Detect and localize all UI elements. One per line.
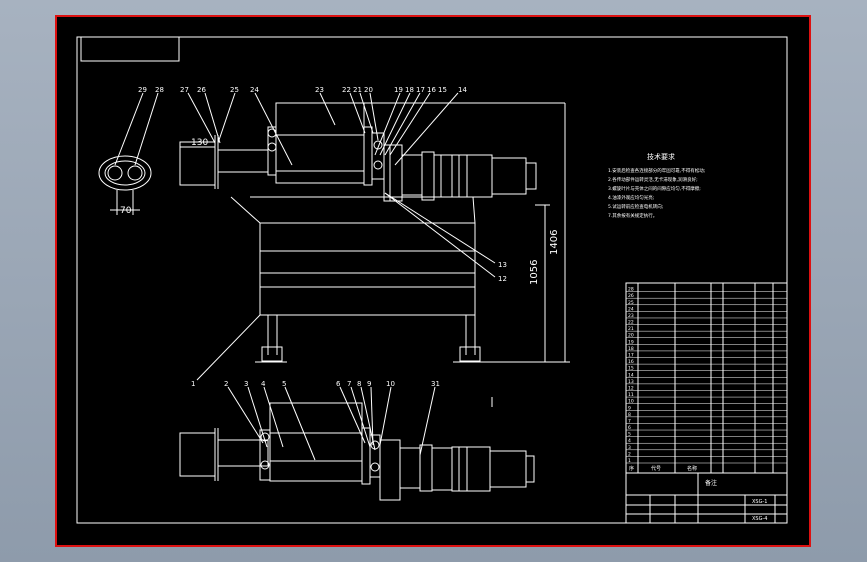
- drawing-frame: [76, 36, 788, 524]
- table-row: 12: [628, 385, 634, 391]
- table-row: 11: [628, 392, 634, 398]
- header-code: 代号: [651, 465, 661, 472]
- sheet-label: XSG-4: [752, 516, 767, 522]
- label-22: 22: [342, 86, 351, 94]
- table-row: 28: [628, 287, 634, 293]
- table-row: 23: [628, 313, 634, 319]
- title-block: [625, 472, 788, 524]
- table-row: 10: [628, 399, 634, 405]
- label-18: 18: [405, 86, 414, 94]
- bottom-assembly-view: [179, 386, 535, 501]
- label-6: 6: [336, 380, 341, 388]
- table-row: 7: [628, 418, 631, 424]
- table-row: 24: [628, 306, 634, 312]
- dim-70: 70: [120, 206, 132, 216]
- table-row: 1: [628, 458, 631, 464]
- technical-requirements: 技术要求 1.安装后检查各连接部分的牢固可靠,不得有松动; 2.各传动部件运转灵…: [608, 152, 705, 219]
- leader-lines: [187, 92, 496, 381]
- tech-note-1: 1.安装后检查各连接部分的牢固可靠,不得有松动;: [608, 167, 705, 174]
- label-27: 27: [180, 86, 189, 94]
- table-row: 21: [628, 326, 634, 332]
- label-23: 23: [315, 86, 324, 94]
- table-row: 25: [628, 300, 634, 306]
- label-13: 13: [498, 261, 507, 269]
- table-row: 13: [628, 379, 634, 385]
- table-row: 15: [628, 366, 634, 372]
- label-29: 29: [138, 86, 147, 94]
- label-17: 17: [416, 86, 425, 94]
- table-row: 14: [628, 372, 634, 378]
- label-3: 3: [244, 380, 248, 388]
- tech-note-5: 5.试运转前应检查电机转向;: [608, 203, 663, 210]
- table-row: 16: [628, 359, 634, 365]
- table-row: 19: [628, 339, 634, 345]
- tech-note-3: 3.螺旋叶片与壳体之间的间隙应均匀,不得摩擦;: [608, 185, 701, 192]
- header-name: 名称: [687, 465, 697, 472]
- table-row: 6: [628, 425, 631, 431]
- parts-header: 序 代号 名称: [629, 465, 697, 472]
- label-1: 1: [191, 380, 195, 388]
- label-25: 25: [230, 86, 239, 94]
- tech-note-7: 7.其余按有关规定执行。: [608, 212, 657, 219]
- dim-1406: 1406: [549, 230, 560, 255]
- drawing-number: XSG-1: [752, 499, 767, 505]
- tech-title: 技术要求: [647, 152, 675, 161]
- label-26: 26: [197, 86, 206, 94]
- top-part-labels: 29 28 27 26 25 24 23 22 21 20 19 18 17 1…: [138, 86, 507, 283]
- label-9: 9: [367, 380, 371, 388]
- label-24: 24: [250, 86, 259, 94]
- label-15: 15: [438, 86, 447, 94]
- table-row: 9: [628, 405, 631, 411]
- remark-label: 备注: [705, 479, 717, 487]
- cad-drawing-sheet: 70: [55, 15, 811, 547]
- label-10: 10: [386, 380, 395, 388]
- label-5: 5: [282, 380, 286, 388]
- table-row: 2: [628, 451, 631, 457]
- parts-list-rows: 2826252423222120191817161514131211109876…: [626, 287, 787, 464]
- dim-1056: 1056: [529, 260, 540, 285]
- label-8: 8: [357, 380, 361, 388]
- table-row: 3: [628, 445, 631, 451]
- bottom-part-labels: 1 2 3 4 5 6 7 8 9 10 31: [191, 380, 440, 388]
- table-row: 17: [628, 353, 634, 359]
- header-seq: 序: [629, 465, 634, 472]
- label-16: 16: [427, 86, 436, 94]
- vertical-dimensions: [485, 110, 570, 363]
- table-row: 5: [628, 432, 631, 438]
- label-21: 21: [353, 86, 362, 94]
- tech-note-2: 2.各传动部件运转灵活,无卡滞现象,润滑良好;: [608, 176, 698, 183]
- table-row: 8: [628, 412, 631, 418]
- label-12: 12: [498, 275, 507, 283]
- table-row: 18: [628, 346, 634, 352]
- label-7: 7: [347, 380, 351, 388]
- cad-drawing: 70: [76, 36, 788, 524]
- table-row: 26: [628, 293, 634, 299]
- cross-section-view: [98, 92, 159, 215]
- top-assembly-view: [179, 102, 566, 202]
- label-20: 20: [364, 86, 373, 94]
- corner-box: [80, 36, 180, 62]
- label-31: 31: [431, 380, 440, 388]
- label-14: 14: [458, 86, 467, 94]
- table-row: 22: [628, 320, 634, 326]
- dim-130: 130: [191, 138, 208, 148]
- label-4: 4: [261, 380, 266, 388]
- support-frame: [230, 196, 485, 363]
- label-28: 28: [155, 86, 164, 94]
- label-19: 19: [394, 86, 403, 94]
- tech-note-4: 4.油漆外观应均匀光亮;: [608, 194, 654, 201]
- label-2: 2: [224, 380, 228, 388]
- table-row: 20: [628, 333, 634, 339]
- table-row: 4: [628, 438, 631, 444]
